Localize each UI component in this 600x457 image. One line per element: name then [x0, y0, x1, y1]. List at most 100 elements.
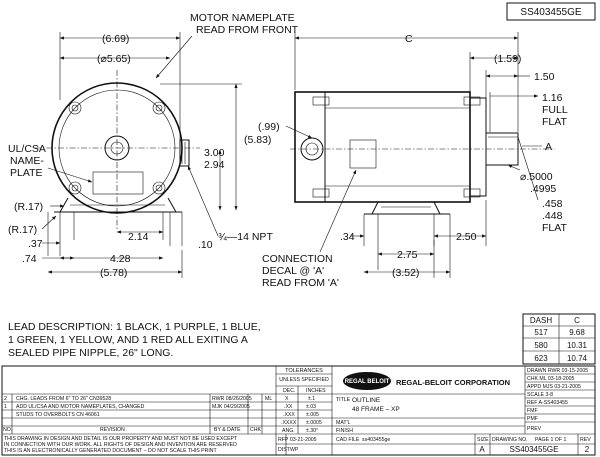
revision-row-2-desc: ADD UL/CSA AND MOTOR NAMEPLATES, CHANGED	[16, 404, 145, 410]
tolerances-title: TOLERANCES	[285, 368, 323, 374]
dim-578: (5.78)	[100, 267, 127, 279]
title-line-1: OUTLINE	[352, 397, 381, 404]
bolt-boss-bottom-left	[68, 181, 82, 195]
right-block-chk: CHK ML 03-18-2005	[527, 376, 574, 382]
tolerances-col-inches: INCHES	[306, 388, 326, 394]
dim-flat-word: FLAT	[542, 222, 567, 234]
bolt-boss-top-right	[152, 101, 166, 115]
lead-description-line-3: SEALED PIPE NIPPLE, 26" LONG.	[8, 347, 173, 359]
side-view: C (1.59) 1.50 1.16 FULL FLAT (.99) ⌀.500…	[258, 32, 568, 289]
bolt-boss-bottom-right	[152, 181, 166, 195]
dim-037: .37	[28, 238, 43, 250]
disclaimer-line-2: IN CONNECTION WITH OUR WORK. ALL RIGHTS …	[4, 442, 237, 448]
revision-header-by: BY & DATE	[214, 427, 241, 433]
disclaimer-line-1: THIS DRAWING IN DESIGN AND DETAIL IS OUR…	[4, 436, 238, 442]
regal-beloit-logo	[343, 372, 391, 390]
tol-row-2-dec: .XX	[284, 404, 293, 410]
company-name: REGAL-BELOIT CORPORATION	[396, 378, 510, 387]
dim-flat-2: .448	[542, 210, 563, 222]
finish-label: FINISH	[336, 428, 353, 434]
revision-row-1-desc: CHG. LEADS FROM 6" TO 26" CN39528	[16, 396, 111, 402]
tol-row-3-dec: .XXX	[283, 412, 295, 418]
dim-npt: ¾—14 NPT	[218, 231, 273, 243]
tol-ang-value: ±.30°	[306, 428, 318, 434]
title-label: TITLE	[336, 397, 351, 403]
rfp-label: RFP	[278, 437, 289, 443]
dash-row-3-c: 10.74	[567, 354, 588, 363]
note-ul-csa-line-3: PLATE	[10, 167, 42, 179]
dim-099: (.99)	[258, 121, 280, 133]
drawing-number-top: SS403455GE	[520, 7, 581, 18]
dim-116: 1.16	[542, 92, 563, 104]
note-ul-csa-line-2: NAME-	[10, 155, 44, 167]
revision-row-2-no: 1	[4, 404, 7, 410]
dim-074: .74	[22, 253, 37, 265]
side-base	[371, 201, 441, 215]
front-end-bell	[469, 97, 487, 197]
drawing-no-value: SS403455GE	[510, 445, 559, 454]
nameplate	[92, 171, 144, 195]
dim-r017-lower: (R.17)	[8, 224, 37, 236]
rear-end-bell	[294, 91, 326, 203]
dim-diameter: (⌀5.65)	[97, 53, 131, 65]
dim-shaft-dia-2: .4995	[530, 183, 556, 195]
dim-height: (5.83)	[244, 134, 271, 146]
dist-label: DIST	[278, 447, 291, 453]
connection-decal	[349, 139, 377, 169]
tol-row-4-dec: .XXXX	[281, 420, 297, 426]
dim-352: (3.52)	[392, 267, 419, 279]
dash-row-2-dash: 580	[534, 341, 548, 350]
lead-description-line-2: 1 GREEN, 1 YELLOW, AND 1 RED ALL EXITING…	[8, 334, 248, 346]
dim-shaft-height-1: 3.00	[204, 147, 225, 159]
dim-overall-width: (6.69)	[102, 33, 129, 45]
cad-file-value: ss403455ge	[362, 437, 390, 443]
motor-body	[294, 91, 471, 203]
dim-214: 2.14	[128, 231, 149, 243]
size-value: A	[479, 445, 485, 454]
note-connection-line-2: DECAL @ 'A'	[262, 265, 324, 277]
disclaimer-line-3: THIS IS AN ELECTRONICALLY GENERATED DOCU…	[4, 448, 218, 454]
tol-row-4-val: ±.0005	[306, 420, 322, 426]
dash-header: DASH	[530, 316, 552, 325]
revision-header-chk: CHK	[250, 427, 261, 433]
tolerances-subtitle: UNLESS SPECIFIED	[279, 377, 329, 383]
note-nameplate-line-1: MOTOR NAMEPLATE	[190, 12, 295, 24]
revision-row-1-by: RWR 08/26/2005	[212, 396, 252, 402]
dim-150: 1.50	[534, 71, 555, 83]
dim-010: .10	[198, 239, 213, 251]
size-label: SIZE	[477, 437, 489, 443]
dash-row-3-dash: 623	[534, 354, 548, 363]
c-header: C	[574, 316, 580, 325]
drawing-number-box: SS403455GE	[506, 2, 596, 21]
title-line-2: 48 FRAME – XP	[352, 406, 400, 413]
revision-header-ml: ML	[265, 396, 272, 402]
dash-row-1-dash: 517	[534, 328, 548, 337]
dim-r017-upper: (R.17)	[14, 201, 43, 213]
lead-description: LEAD DESCRIPTION: 1 BLACK, 1 PURPLE, 1 B…	[8, 321, 261, 359]
dash-row-2-c: 10.31	[567, 341, 588, 350]
dim-shaft-dia-1: ⌀.5000	[520, 171, 553, 183]
dim-full-flat-2: FLAT	[542, 116, 567, 128]
dim-275: 2.75	[397, 249, 418, 261]
dim-c: C	[405, 33, 413, 45]
revision-row-2-by: MJK 04/29/2005	[212, 404, 250, 410]
marker-a: A	[545, 141, 552, 153]
front-view: (6.69) (⌀5.65) MOTOR NAMEPLATE READ FROM…	[8, 12, 299, 279]
revision-header-no: NO.	[3, 427, 12, 433]
right-block-pmf: PMF	[527, 416, 538, 422]
right-block-appd: APPD MJS 03-21-2005	[527, 384, 581, 390]
dash-table: DASH C 517 9.68 580 10.31 623 10.74	[522, 313, 596, 365]
page-info: PAGE 1 OF 1	[535, 437, 566, 443]
logo-text: REGAL BELOIT	[345, 379, 390, 385]
tol-row-3-val: ±.005	[306, 412, 319, 418]
right-block-fmf: FMF	[527, 408, 538, 414]
revision-header-revision: REVISION	[100, 427, 125, 433]
note-nameplate-line-2: READ FROM FRONT	[196, 24, 299, 36]
dist-value: WP	[290, 447, 299, 453]
tol-ang-label: ANG.	[282, 428, 295, 434]
tol-row-1-dec: X	[285, 396, 289, 402]
right-block-scale: SCALE 3-8	[527, 392, 553, 398]
tol-row-2-val: ±.03	[306, 404, 316, 410]
note-connection-line-1: CONNECTION	[262, 253, 333, 265]
